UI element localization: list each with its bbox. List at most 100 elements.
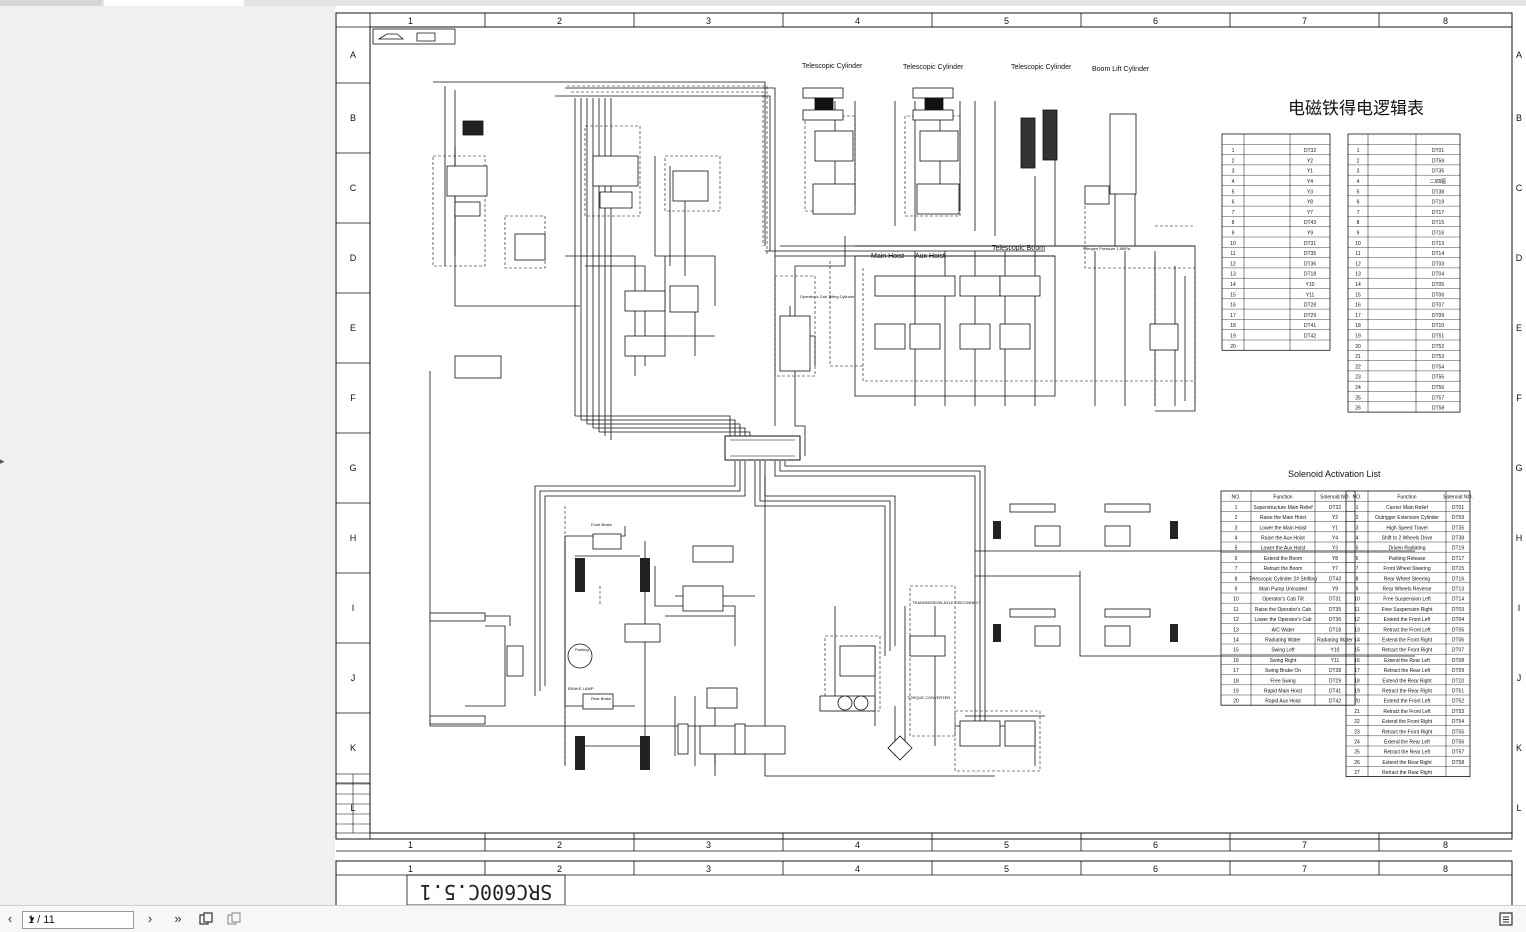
table-cell: Y11: [1306, 292, 1315, 298]
copy-icon[interactable]: [226, 911, 242, 927]
table-cell: DT10: [1452, 678, 1464, 684]
table-cell: Retract the Front Right: [1382, 648, 1433, 654]
table-cell: 14: [1233, 638, 1239, 644]
column-label: 5: [1004, 16, 1009, 26]
table-cell: DT57: [1452, 750, 1464, 756]
table-cell: 10: [1355, 241, 1361, 247]
column-label: 1: [408, 16, 413, 26]
table-cell: DT17: [1432, 210, 1444, 216]
table-cell: 6: [1356, 556, 1359, 562]
row-label: C: [1516, 183, 1523, 193]
table-cell: DT15: [1432, 220, 1444, 226]
table-cell: NO.: [1232, 495, 1241, 501]
table-cell: Retract the Rear Right: [1382, 770, 1432, 776]
table-cell: Extend the Rear Left: [1384, 740, 1430, 746]
table-cell: DT38: [1452, 536, 1464, 542]
table-cell: DT05: [1432, 282, 1444, 288]
table-cell: Y1: [1332, 525, 1338, 531]
column-label: 1: [408, 864, 413, 874]
prev-page-button[interactable]: ‹: [7, 911, 13, 926]
table-cell: 17: [1230, 313, 1236, 319]
column-label: 8: [1443, 16, 1448, 26]
table-cell: 17: [1233, 668, 1239, 674]
table-cell: 20: [1230, 344, 1236, 350]
table-cell: 26: [1355, 406, 1361, 412]
table-cell: Y9: [1332, 587, 1338, 593]
label-brake-lamp: BRAKE LAMP: [568, 686, 594, 691]
row-label: E: [350, 323, 356, 333]
table-cell: DT35: [1432, 169, 1444, 175]
table-cell: Lower the Main Hoist: [1260, 525, 1308, 531]
table-cell: DT32: [1329, 505, 1341, 511]
row-label: G: [349, 463, 356, 473]
table-cell: 11: [1233, 607, 1238, 613]
table-cell: 8: [1235, 576, 1238, 582]
column-label: 7: [1302, 864, 1307, 874]
tab-inactive[interactable]: [0, 0, 102, 6]
table-cell: DT58: [1452, 760, 1464, 766]
last-page-button[interactable]: »: [174, 911, 182, 926]
column-label: 8: [1443, 864, 1448, 874]
label-boom-lift-cyl: Boom Lift Cylinder: [1092, 66, 1150, 73]
table-cell: DT55: [1452, 729, 1464, 735]
valve-blocks: [446, 130, 1179, 755]
table-cell: Swing Brake On: [1265, 668, 1301, 674]
table-cell: Rapid Main Hoist: [1264, 689, 1303, 695]
sidebar-toggle-icon[interactable]: ▸: [0, 456, 5, 466]
label-cab-tilt: Operator's Cab Tilting Cylinder: [800, 294, 855, 299]
table-cell: Retract the Front Left: [1383, 709, 1431, 715]
table-cell: 25: [1354, 750, 1360, 756]
table-cell: Swing Left: [1271, 648, 1295, 654]
table-cell: Function: [1397, 495, 1416, 501]
table-cell: 3: [1357, 169, 1360, 175]
table-cell: DT59: [1452, 515, 1464, 521]
page-selector[interactable]: 1 / 11 ▼: [22, 911, 134, 929]
cn-table-title: 电磁铁得电逻辑表: [1288, 99, 1424, 119]
table-cell: Carrier Main Relief: [1386, 505, 1428, 511]
table-cell: DT59: [1432, 158, 1444, 164]
table-cell: 10: [1233, 597, 1239, 603]
table-cell: 23: [1355, 375, 1361, 381]
table-cell: DT06: [1432, 292, 1444, 298]
menu-icon[interactable]: [1498, 911, 1514, 927]
table-cell: DT54: [1432, 364, 1444, 370]
logo-box: [372, 28, 456, 45]
table-cell: 4: [1232, 179, 1235, 185]
table-cell: 26: [1354, 760, 1360, 766]
table-cell: 4: [1356, 536, 1359, 542]
table-cell: DT29: [1304, 313, 1316, 319]
table-cell: Raise the Operator's Cab: [1255, 607, 1311, 613]
table-cell: 9: [1356, 587, 1359, 593]
table-cell: DT31: [1304, 241, 1316, 247]
table-cell: 9: [1357, 231, 1360, 237]
table-cell: 7: [1232, 210, 1235, 216]
table-cell: DT51: [1452, 689, 1464, 695]
table-cell: 24: [1355, 385, 1361, 391]
row-label: J: [1517, 673, 1522, 683]
table-cell: DT09: [1452, 668, 1464, 674]
row-label: H: [350, 533, 357, 543]
table-cell: DT04: [1452, 617, 1464, 623]
table-cell: 16: [1355, 303, 1361, 309]
label-rear-brake: Rear Brake: [591, 696, 612, 701]
table-cell: DT41: [1304, 323, 1316, 329]
rotate-icon[interactable]: [198, 911, 214, 927]
table-cell: Outrigger Extension Cylinder: [1375, 515, 1439, 521]
next-page-button[interactable]: ›: [147, 911, 153, 926]
tab-active[interactable]: [104, 0, 244, 6]
table-cell: DT36: [1304, 261, 1316, 267]
table-cell: Shift to 2 Wheels Drive: [1382, 536, 1433, 542]
table-cell: DT42: [1329, 699, 1341, 705]
table-cell: DT35: [1304, 251, 1316, 257]
column-label: 3: [706, 840, 711, 850]
table-cell: 16: [1233, 658, 1239, 664]
table-cell: 15: [1230, 292, 1236, 298]
table-cell: DT35: [1452, 525, 1464, 531]
row-label: B: [350, 113, 356, 123]
table-cell: DT15: [1452, 566, 1464, 572]
table-cell: 15: [1354, 648, 1360, 654]
table-cell: 1: [1356, 505, 1359, 511]
